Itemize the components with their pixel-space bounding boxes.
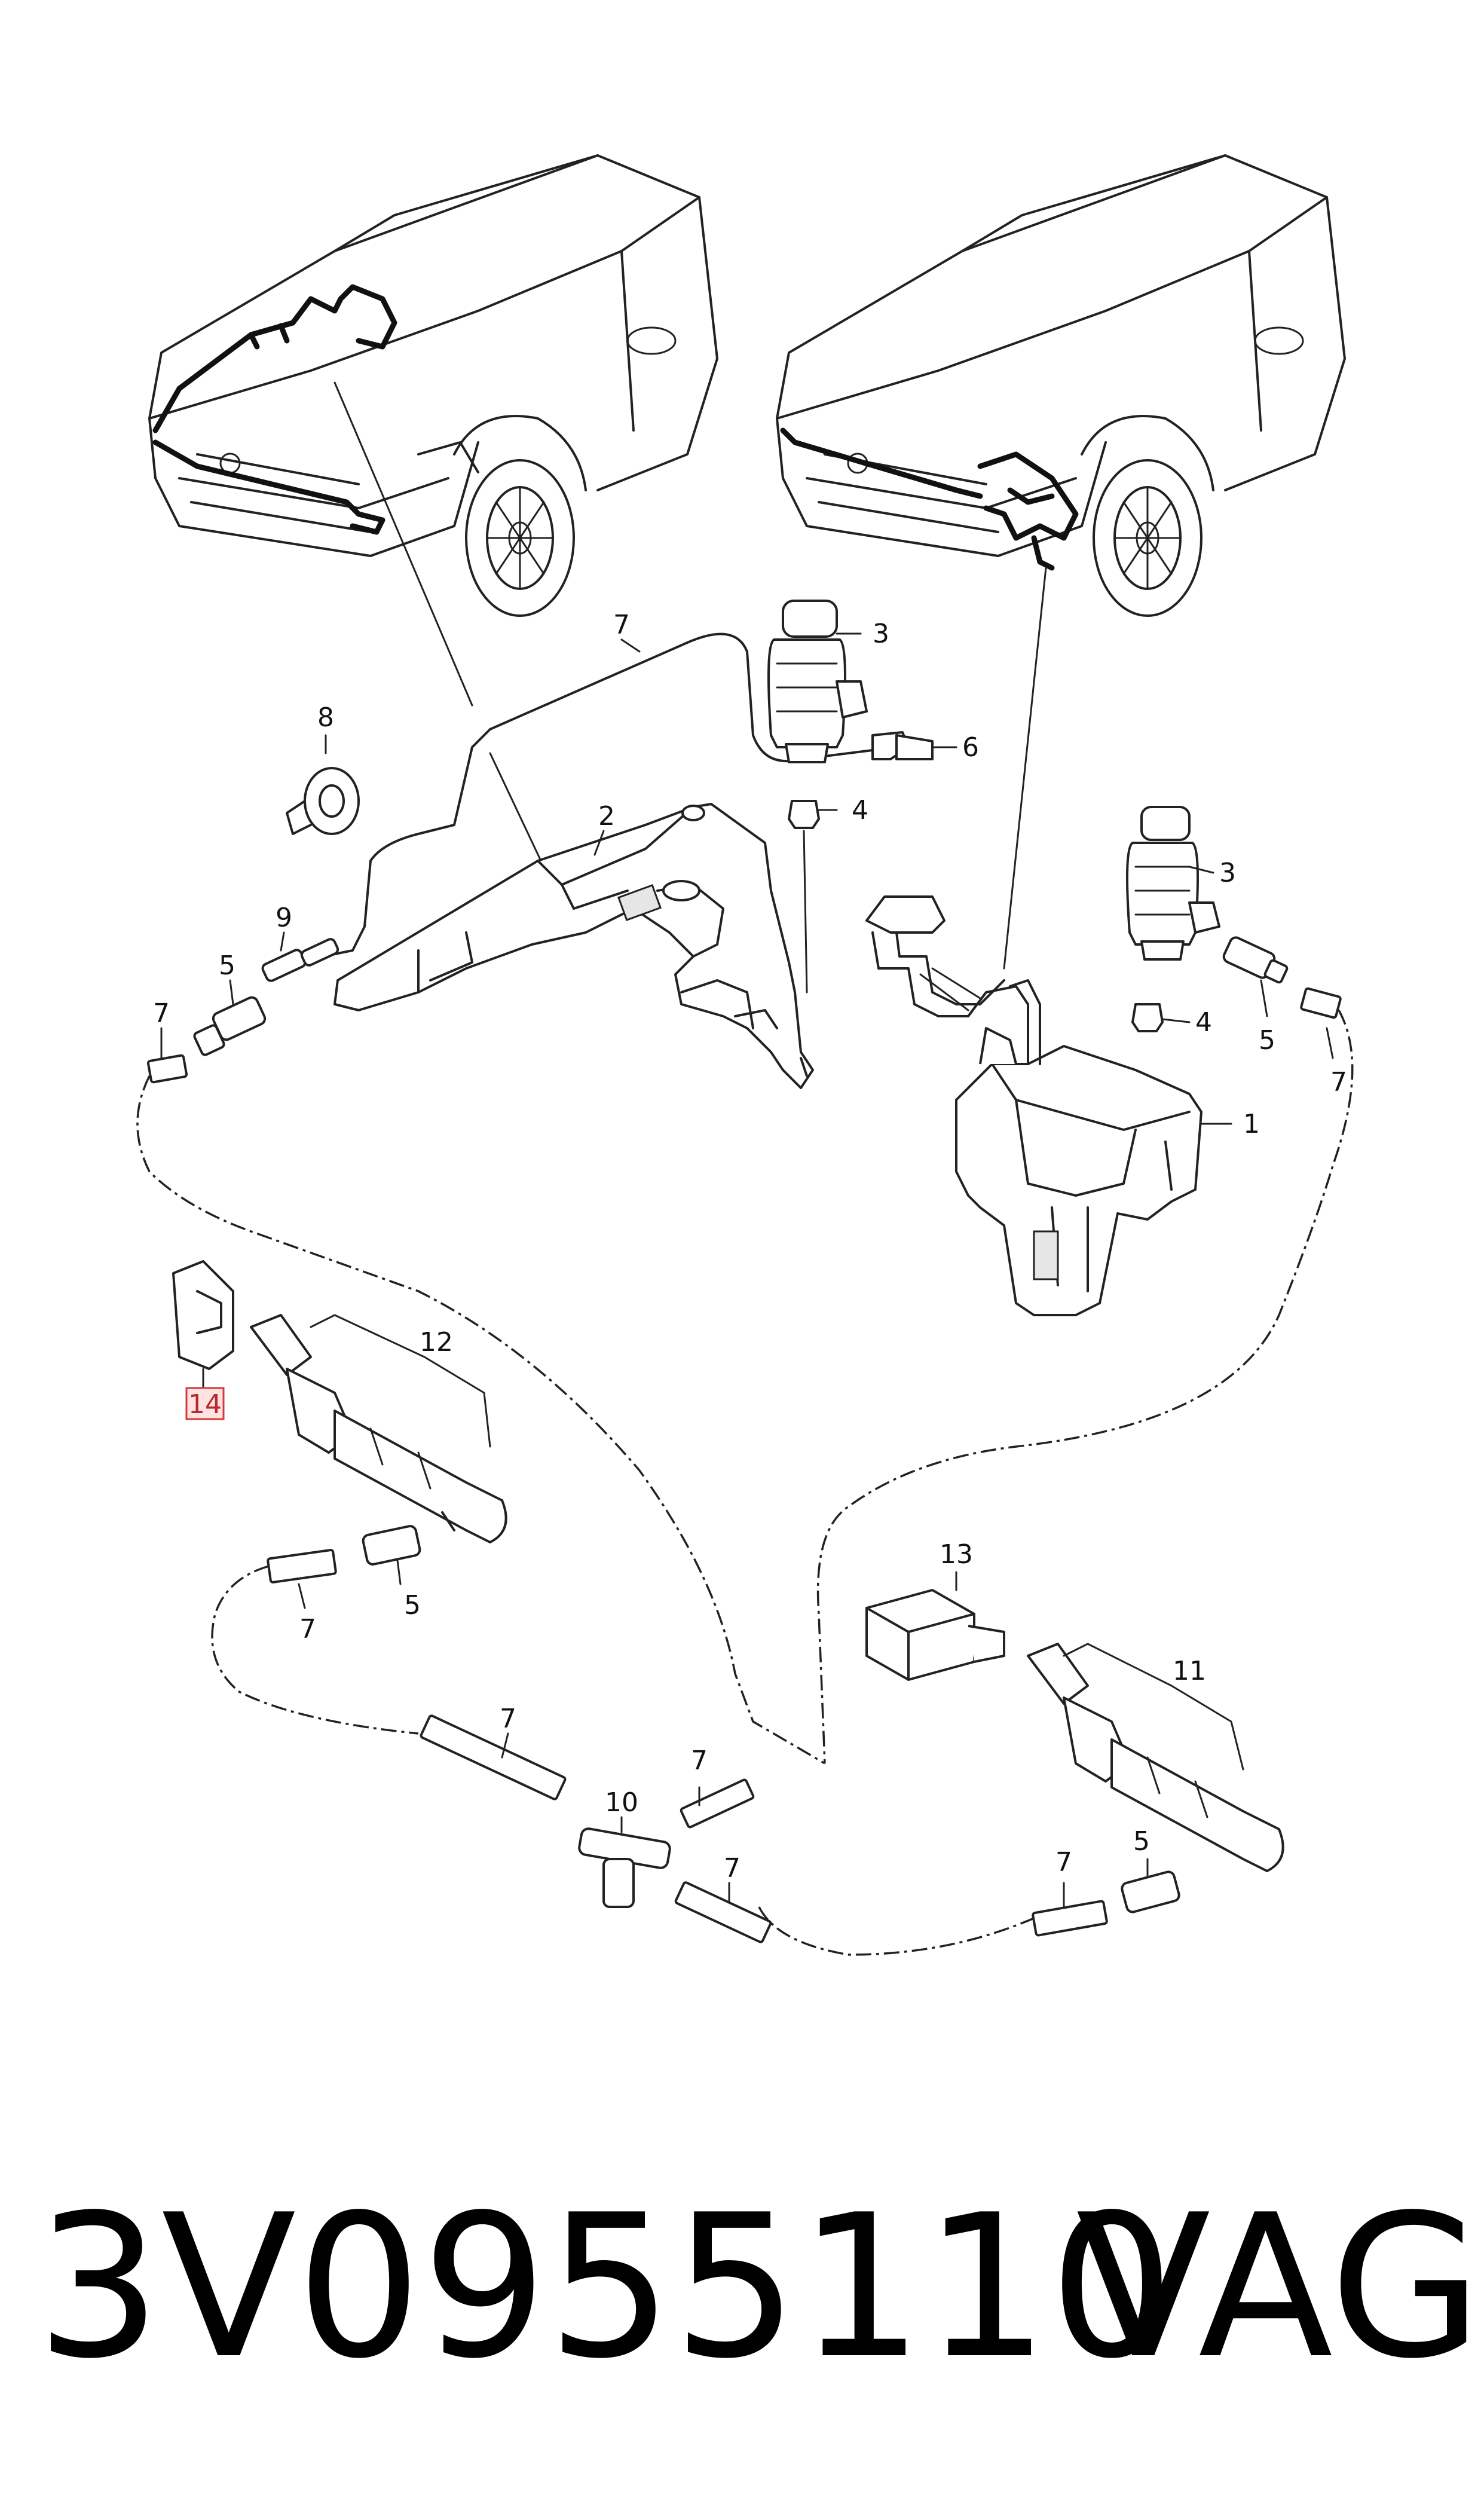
hose-end-right <box>1300 987 1342 1019</box>
grommet-right <box>1131 1003 1164 1032</box>
hose-route-lower-right <box>758 1906 1047 1956</box>
callout-5-left: 5 <box>219 950 235 981</box>
hose-segments-lower <box>267 1549 1108 1943</box>
reference-line-left-2 <box>489 752 542 862</box>
callout-10: 10 <box>605 1787 638 1818</box>
callout-13: 13 <box>940 1539 973 1570</box>
callout-14-highlight-box <box>185 1387 225 1420</box>
washer-pump-right <box>1126 806 1220 961</box>
callout-6: 6 <box>962 732 979 763</box>
callout-7-center-right: 7 <box>724 1853 741 1884</box>
headlight-washer-nozzle-left <box>250 1314 507 1543</box>
callout-12: 12 <box>420 1327 453 1358</box>
washer-hose-top <box>363 632 874 928</box>
callout-7-center: 7 <box>691 1745 708 1776</box>
part-number-label: 3V0955110 <box>36 2172 1174 2402</box>
callout-7-lower-right: 7 <box>1055 1847 1072 1878</box>
washer-reservoir-left <box>333 803 814 1089</box>
callout-2: 2 <box>598 801 615 831</box>
check-valve-5-lower-left <box>362 1525 421 1566</box>
hose-connector-9 <box>261 938 339 982</box>
t-piece-connector <box>578 1827 671 1908</box>
callout-5-lower-right: 5 <box>1133 1826 1150 1857</box>
callout-7-center-left: 7 <box>500 1704 516 1734</box>
callout-8: 8 <box>317 702 334 733</box>
reference-line-right <box>1003 567 1047 970</box>
reference-line-grommet <box>803 830 808 993</box>
callout-3-top: 3 <box>873 619 889 649</box>
brand-label: VAG <box>1076 2172 1482 2402</box>
washer-reservoir-right <box>955 979 1203 1316</box>
callout-4-top: 4 <box>852 795 868 826</box>
callout-4-right: 4 <box>1195 1007 1212 1038</box>
car-illustration-left <box>148 154 718 617</box>
bracket-part-14 <box>172 1260 234 1370</box>
callout-9: 9 <box>276 903 292 933</box>
filler-neck-right <box>865 895 1029 1065</box>
check-valve-5-right <box>1222 936 1289 984</box>
callout-5-lower-left: 5 <box>404 1590 421 1621</box>
grommet-top <box>788 800 820 829</box>
callout-1: 1 <box>1243 1109 1260 1139</box>
hose-route-right <box>816 1010 1354 1764</box>
callout-14: 14 <box>188 1389 222 1420</box>
callout-7-lower-left: 7 <box>299 1614 316 1644</box>
hose-connector-6 <box>871 731 934 760</box>
washer-pump-top <box>767 600 868 763</box>
leader-lines <box>160 632 1334 1908</box>
callout-11: 11 <box>1173 1656 1206 1686</box>
hose-end-left <box>146 1054 188 1084</box>
callout-3-right: 3 <box>1219 858 1236 888</box>
headlight-washer-nozzle-right <box>1027 1643 1284 1872</box>
callout-7-right: 7 <box>1330 1067 1347 1097</box>
hose-route-left <box>136 1075 825 1765</box>
callout-5-right: 5 <box>1259 1025 1275 1056</box>
check-valve-5-left <box>193 996 267 1056</box>
hose-route-lower-left <box>211 1565 419 1735</box>
callout-7-left: 7 <box>153 998 170 1029</box>
reference-line-left <box>333 381 473 707</box>
tape-roll <box>286 767 360 835</box>
car-illustration-right <box>776 154 1346 617</box>
check-valve-5-lower-right <box>1121 1870 1180 1913</box>
control-unit-13 <box>865 1589 1005 1681</box>
callout-7-top: 7 <box>613 610 630 640</box>
